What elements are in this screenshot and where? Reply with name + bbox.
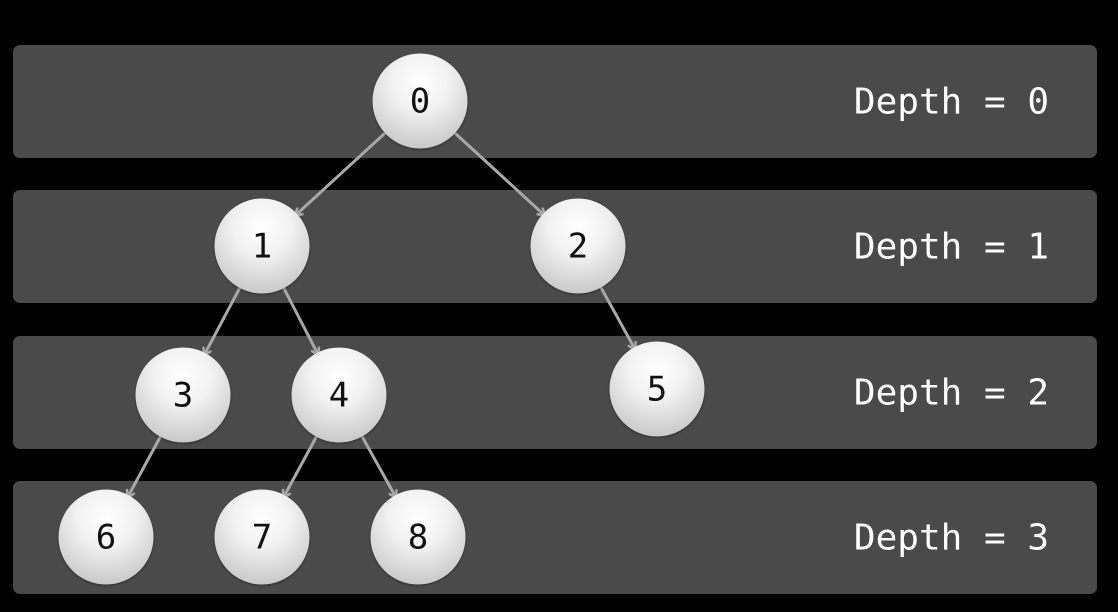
- node-label-1: 1: [251, 226, 273, 266]
- depth-label-2: Depth = 2: [853, 372, 1049, 413]
- node-label-4: 4: [328, 375, 350, 415]
- tree-node-3: 3: [135, 347, 231, 443]
- tree-node-0: 0: [372, 53, 468, 149]
- depth-band-3: Depth = 3: [13, 481, 1097, 594]
- tree-node-2: 2: [530, 198, 626, 294]
- depth-band-0: Depth = 0: [13, 45, 1097, 158]
- tree-node-6: 6: [58, 489, 154, 585]
- node-label-2: 2: [567, 226, 589, 266]
- depth-label-0: Depth = 0: [853, 81, 1049, 122]
- depth-label-3: Depth = 3: [853, 517, 1049, 558]
- node-label-5: 5: [646, 369, 668, 409]
- tree-node-7: 7: [214, 489, 310, 585]
- node-label-0: 0: [409, 81, 431, 121]
- tree-node-5: 5: [609, 341, 705, 437]
- depth-label-1: Depth = 1: [853, 226, 1049, 267]
- tree-node-4: 4: [291, 347, 387, 443]
- tree-node-1: 1: [214, 198, 310, 294]
- tree-node-8: 8: [370, 489, 466, 585]
- node-label-3: 3: [172, 375, 194, 415]
- node-label-6: 6: [95, 517, 117, 557]
- node-label-7: 7: [251, 517, 273, 557]
- node-label-8: 8: [407, 517, 429, 557]
